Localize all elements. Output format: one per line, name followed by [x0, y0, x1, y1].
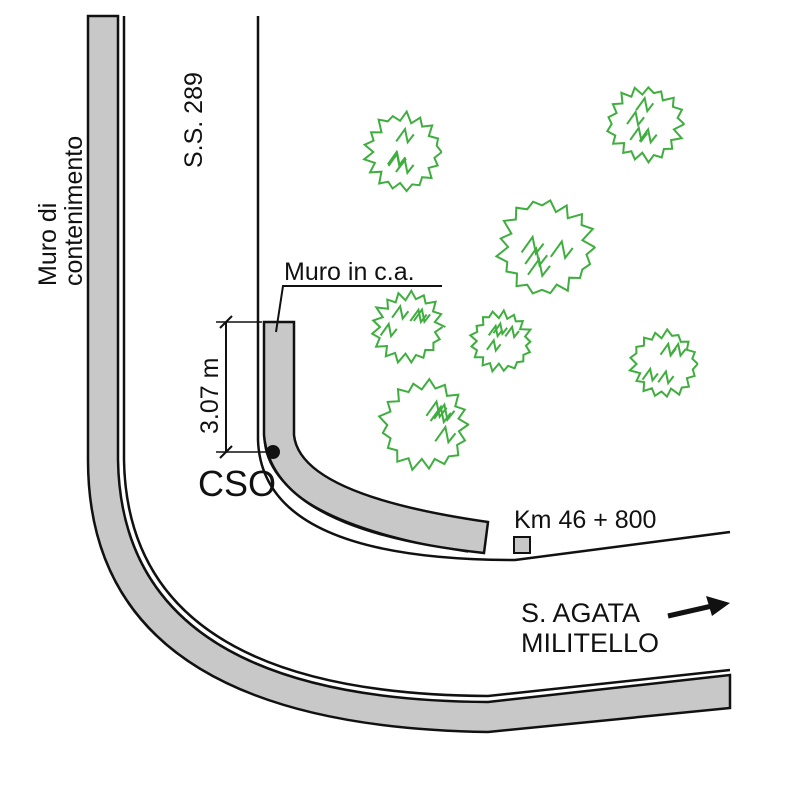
- concrete-wall-body: [262, 320, 490, 555]
- arrow-right-icon: [667, 596, 730, 619]
- retaining-wall-label-line1: Muro di: [34, 203, 62, 286]
- tree-icon: [494, 198, 597, 295]
- retaining-wall-label-line2: contenimento: [60, 136, 88, 286]
- dimension-label: 3.07 m: [196, 358, 224, 434]
- retaining-wall: [86, 14, 732, 734]
- retaining-wall-body: [86, 14, 732, 734]
- concrete-wall: [262, 320, 490, 555]
- tree-icon: [605, 85, 685, 165]
- retaining-wall-inner-line: [122, 16, 731, 698]
- road-edge-line: [256, 16, 731, 562]
- km-label: Km 46 + 800: [514, 506, 656, 534]
- road-label: S.S. 289: [180, 72, 208, 168]
- concrete-wall-leader: [275, 285, 442, 333]
- tree-icon: [377, 377, 470, 472]
- concrete-wall-offset-line: [263, 322, 469, 553]
- destination-label-line1: S. AGATA: [521, 598, 640, 628]
- marker-point-icon: [266, 445, 280, 459]
- destination-label-line2: MILITELLO: [521, 628, 659, 658]
- dimension-line: [216, 315, 272, 459]
- cso-label: CSO: [198, 463, 276, 504]
- tree-icon: [370, 288, 446, 365]
- tree-icon: [468, 308, 533, 374]
- tree-icon: [627, 327, 699, 399]
- km-marker-icon: [513, 536, 531, 554]
- tree-icon: [362, 109, 443, 193]
- concrete-wall-label: Muro in c.a.: [284, 258, 415, 286]
